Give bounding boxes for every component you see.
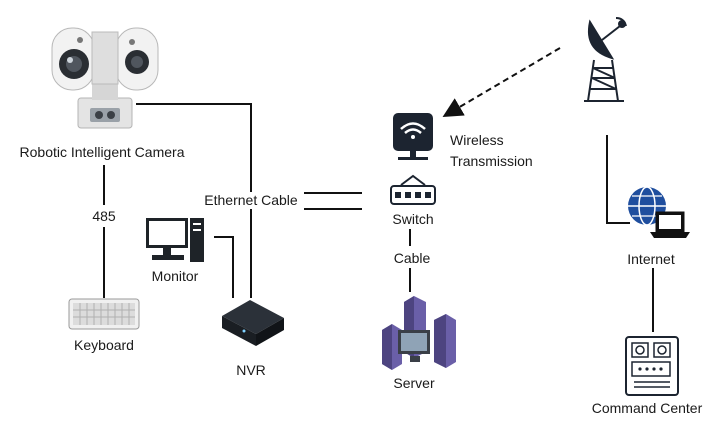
server-rack-icon <box>382 296 456 370</box>
nvr-icon <box>222 300 284 346</box>
camera-nvr-line <box>136 103 252 298</box>
keyboard-label: Keyboard <box>74 337 134 353</box>
server-label: Server <box>393 375 435 391</box>
satellite-dish-tower-icon <box>584 17 627 102</box>
ptz-camera-icon <box>51 27 159 129</box>
keyboard-icon <box>68 298 140 330</box>
connectors <box>103 47 654 332</box>
control-panel-icon <box>625 336 679 396</box>
satellite-internet-line <box>606 135 630 224</box>
monitor-nvr-line <box>214 236 234 298</box>
wifi-router-icon <box>393 113 433 160</box>
monitor-icon <box>146 218 204 262</box>
wireless-label-line1: Wireless <box>450 132 504 148</box>
wireless-arrow <box>442 47 561 118</box>
nvr-label: NVR <box>236 362 266 378</box>
camera-label: Robotic Intelligent Camera <box>19 144 185 160</box>
network-switch-icon <box>390 174 436 205</box>
globe-laptop-icon <box>628 186 690 238</box>
command-center-label: Command Center <box>591 400 703 416</box>
switch-label: Switch <box>392 211 434 227</box>
wireless-label-line2: Transmission <box>450 153 533 169</box>
internet-label: Internet <box>627 251 675 267</box>
rs485-label: 485 <box>92 208 116 224</box>
monitor-label: Monitor <box>151 268 199 284</box>
cable-label: Cable <box>393 250 431 266</box>
ethernet-cable-label: Ethernet Cable <box>202 192 300 209</box>
